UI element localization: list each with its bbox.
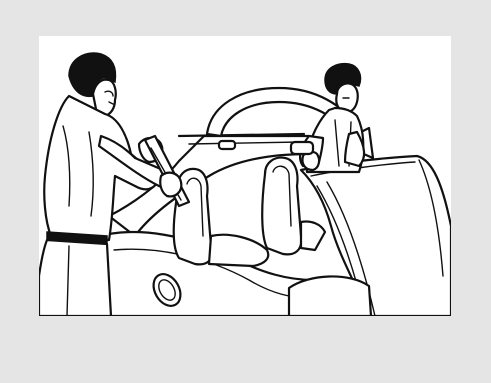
person-right — [291, 64, 364, 172]
convertible-roof-illustration — [39, 36, 451, 316]
car-seats — [174, 158, 325, 266]
illustration-panel — [39, 36, 451, 316]
